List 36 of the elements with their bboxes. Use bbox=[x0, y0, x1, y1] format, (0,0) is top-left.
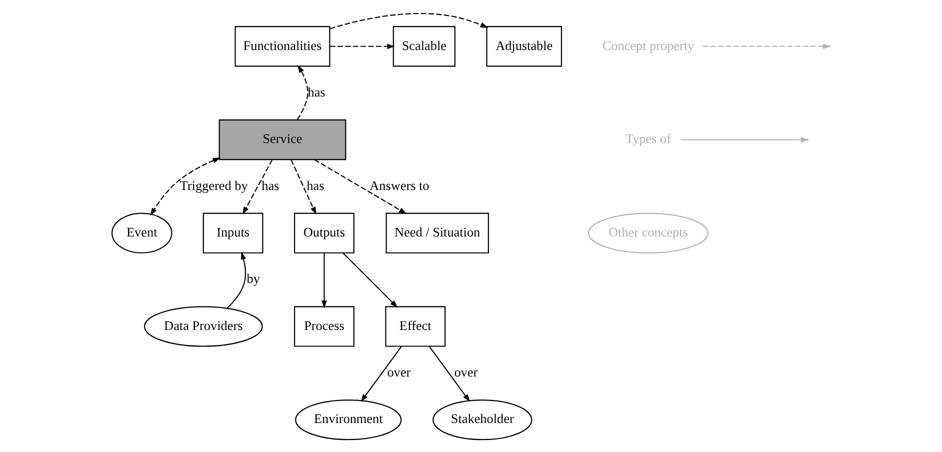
edge-label: by bbox=[246, 270, 260, 286]
arrow bbox=[428, 346, 470, 402]
arrow bbox=[330, 43, 395, 49]
arrow bbox=[360, 346, 402, 402]
legend-label: Concept property bbox=[602, 37, 694, 52]
arrow bbox=[290, 159, 316, 214]
edge-label: has bbox=[308, 84, 326, 99]
edge-label: has bbox=[306, 177, 324, 192]
node-box: Need / Situation bbox=[386, 212, 489, 253]
node-box: Process bbox=[294, 306, 354, 346]
arrow bbox=[342, 252, 398, 308]
edge-label: over bbox=[387, 364, 411, 380]
arrow bbox=[322, 252, 327, 308]
edge-label: over bbox=[454, 364, 478, 380]
arrow bbox=[314, 158, 407, 214]
arrow bbox=[150, 157, 220, 216]
node-box: Service bbox=[218, 118, 346, 160]
node-box: Effect bbox=[385, 306, 446, 346]
edge-label: Triggered by bbox=[180, 177, 248, 192]
node-box: Inputs bbox=[202, 212, 264, 253]
legend-label: Types of bbox=[625, 130, 672, 146]
edge-label: Answers to bbox=[370, 177, 430, 192]
node-box: Outputs bbox=[294, 212, 354, 253]
node-ellipse: Data Providers bbox=[144, 306, 263, 346]
legend-label: Other concepts bbox=[608, 224, 688, 240]
arrow bbox=[226, 251, 246, 308]
node-ellipse: Event bbox=[111, 212, 172, 253]
node-box: Functionalities bbox=[234, 26, 330, 66]
node-ellipse: Stakeholder bbox=[432, 399, 532, 440]
node-box: Adjustable bbox=[486, 26, 562, 66]
arrow bbox=[296, 64, 308, 120]
node-box: Scalable bbox=[392, 26, 456, 66]
arrow bbox=[242, 158, 273, 214]
arrow bbox=[330, 12, 488, 29]
node-ellipse: Environment bbox=[295, 399, 402, 440]
edge-label: has bbox=[262, 177, 280, 192]
